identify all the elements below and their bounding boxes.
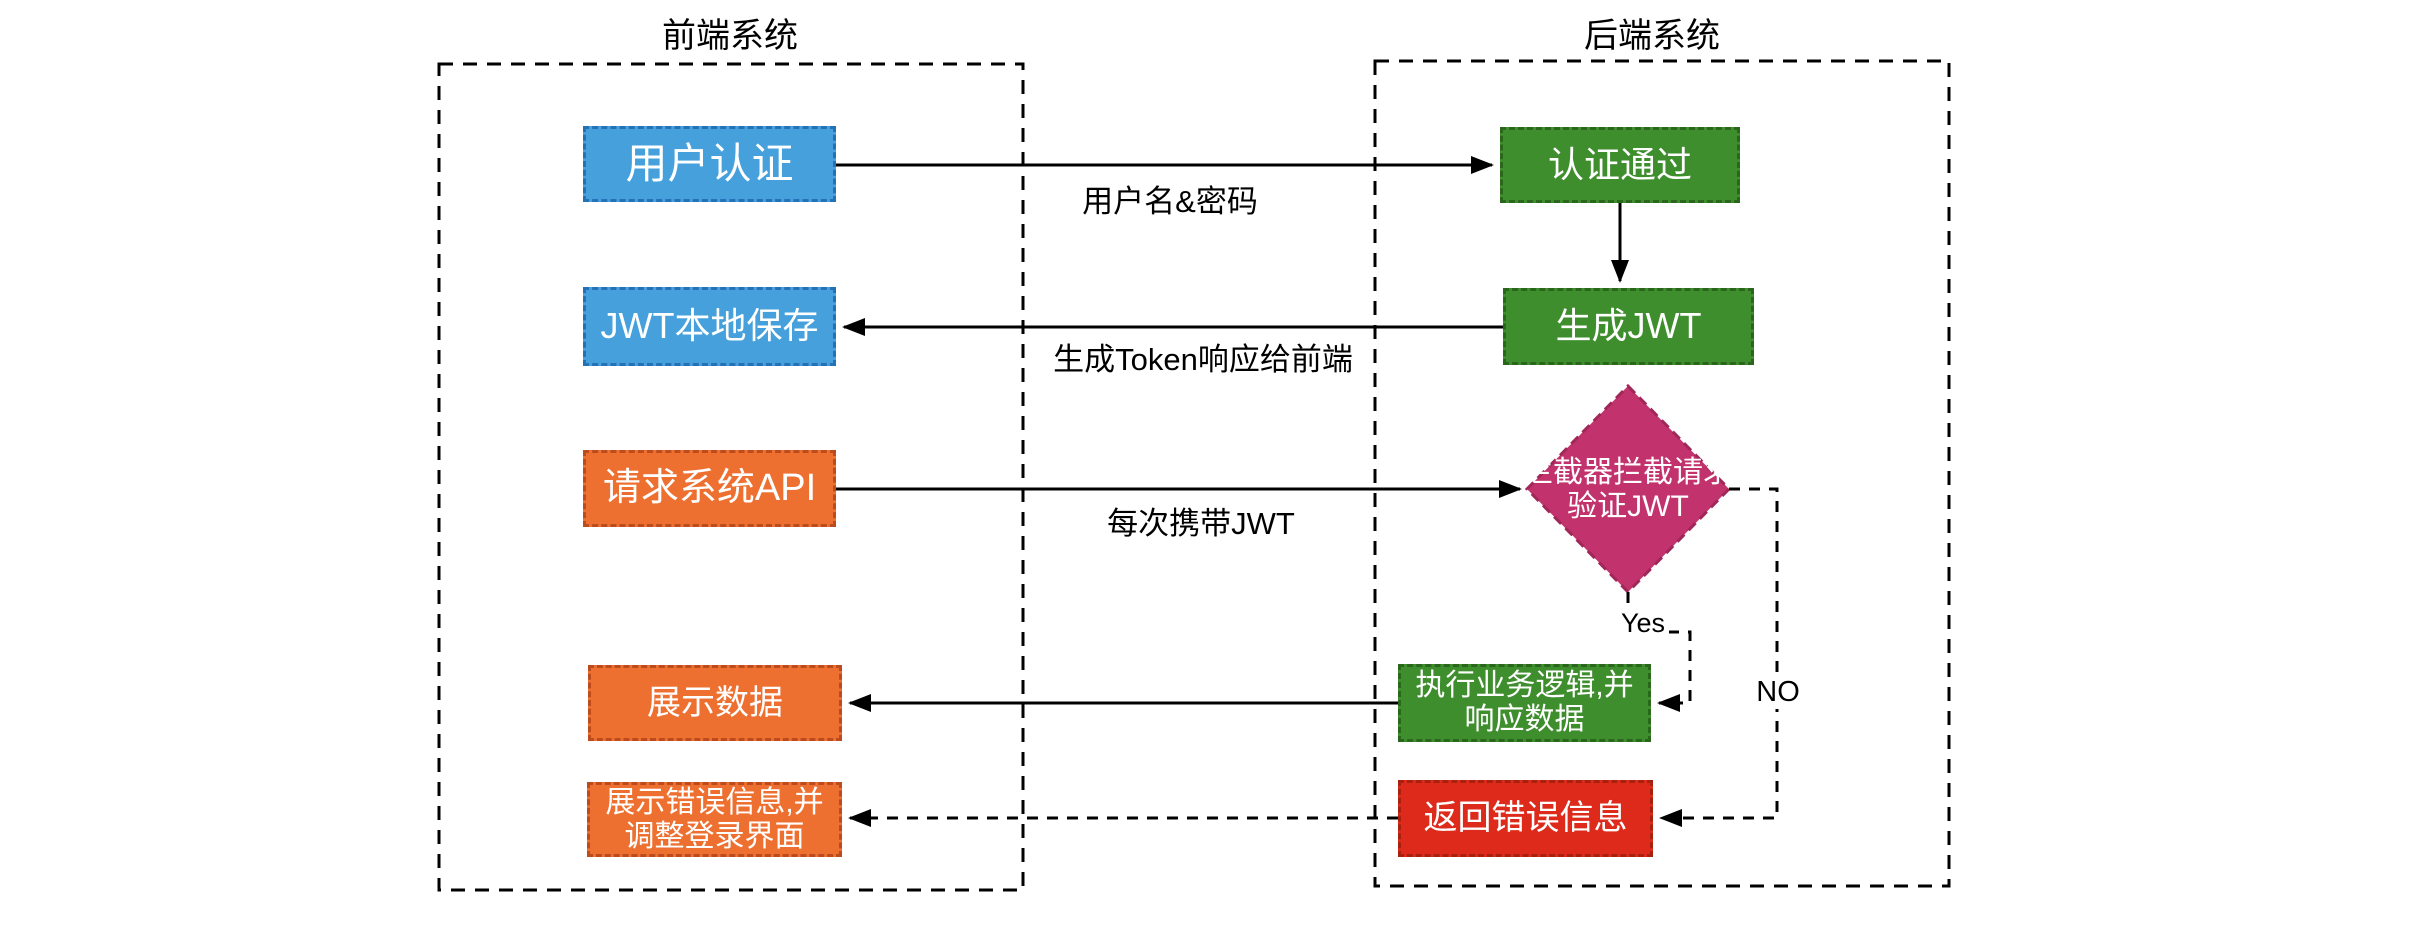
node-exec-logic-line2: 响应数据: [1464, 703, 1585, 736]
node-auth-pass-label: 认证通过: [1547, 143, 1692, 185]
node-interceptor-line2: 验证JWT: [1567, 490, 1689, 523]
node-show-data: 展示数据: [588, 665, 842, 741]
node-show-data-label: 展示数据: [647, 683, 783, 722]
node-show-error-line1: 展示错误信息,并: [605, 785, 824, 819]
node-show-error-line2: 调整登录界面: [624, 819, 805, 853]
node-show-error: 展示错误信息,并 调整登录界面: [587, 782, 842, 857]
backend-container-label: 后端系统: [1584, 17, 1720, 55]
edge-label-username-password: 用户名&密码: [1082, 184, 1258, 219]
node-user-auth-label: 用户认证: [625, 140, 794, 188]
node-auth-pass: 认证通过: [1500, 127, 1740, 203]
node-interceptor-label: 拦截器拦截请求 验证JWT: [1498, 456, 1758, 524]
node-jwt-save: JWT本地保存: [583, 287, 836, 366]
node-return-error: 返回错误信息: [1398, 780, 1653, 857]
node-req-api-label: 请求系统API: [602, 467, 817, 510]
edge-label-gen-token-response: 生成Token响应给前端: [1053, 342, 1353, 377]
frontend-container-label: 前端系统: [662, 17, 798, 55]
edge-label-yes: Yes: [1616, 608, 1670, 639]
frontend-container: [437, 62, 1025, 892]
node-gen-jwt-label: 生成JWT: [1555, 305, 1702, 347]
node-return-error-label: 返回错误信息: [1423, 799, 1628, 838]
node-gen-jwt: 生成JWT: [1503, 288, 1754, 365]
node-user-auth: 用户认证: [583, 126, 836, 202]
node-jwt-save-label: JWT本地保存: [600, 305, 819, 347]
edge-label-no: NO: [1751, 676, 1805, 709]
node-exec-logic: 执行业务逻辑,并 响应数据: [1398, 664, 1651, 742]
node-req-api: 请求系统API: [583, 450, 836, 527]
node-interceptor-line1: 拦截器拦截请求: [1523, 456, 1733, 489]
backend-container: [1373, 59, 1951, 888]
edge-interceptor-no-to-return-error: [1659, 487, 1779, 827]
node-exec-logic-line1: 执行业务逻辑,并: [1415, 669, 1634, 703]
edge-label-carry-jwt: 每次携带JWT: [1107, 506, 1295, 541]
